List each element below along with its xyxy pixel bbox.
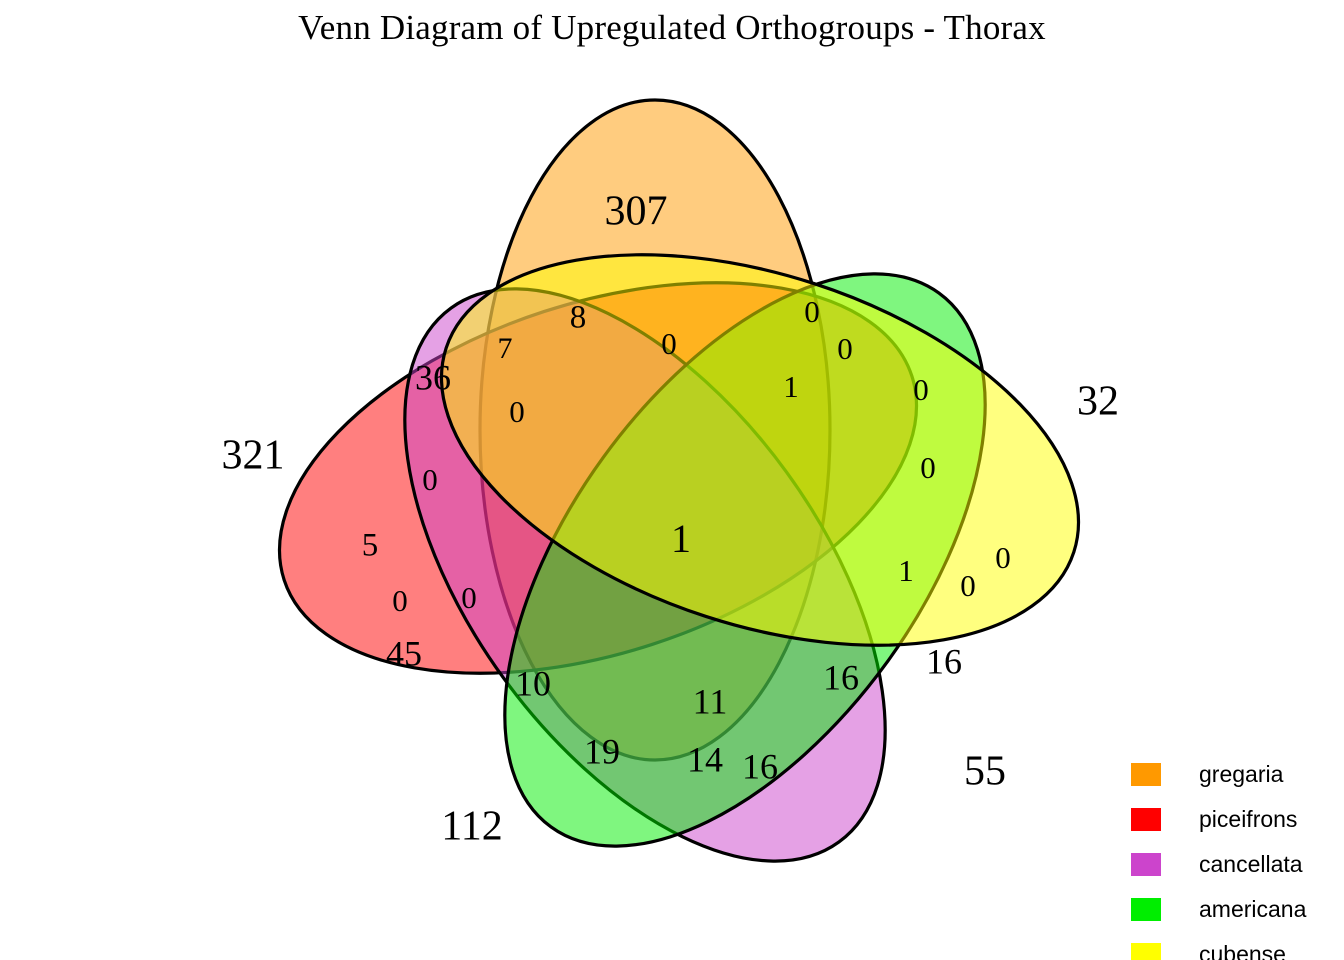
venn-count-label: 0 (995, 540, 1011, 575)
legend-swatch-icon (1131, 763, 1161, 786)
venn-count-label: 321 (222, 433, 285, 479)
venn-count-label: 32 (1077, 379, 1119, 425)
legend-item-americana[interactable]: americana (1131, 887, 1344, 932)
venn-count-label: 1 (783, 369, 799, 404)
venn-count-label: 0 (392, 583, 408, 618)
legend-swatch-icon (1131, 898, 1161, 921)
legend: gregaria piceifrons cancellata americana cub… (1131, 752, 1344, 960)
venn-count-label: 0 (913, 372, 929, 407)
legend-item-gregaria[interactable]: gregaria (1131, 752, 1344, 797)
venn-count-label: 0 (804, 294, 820, 329)
venn-count-label: 19 (584, 731, 620, 771)
venn-count-label: 16 (823, 657, 859, 697)
venn-ellipse-cubense (439, 253, 1081, 647)
venn-count-label: 0 (920, 450, 936, 485)
venn-count-label: 0 (960, 568, 976, 603)
legend-swatch-icon (1131, 808, 1161, 831)
venn-count-label: 0 (661, 326, 677, 361)
legend-item-cubense[interactable]: cubense (1131, 932, 1344, 960)
venn-count-label: 16 (742, 746, 778, 786)
venn-count-label: 10 (515, 663, 551, 703)
venn-count-label: 112 (441, 804, 502, 850)
legend-label: cancellata (1199, 851, 1303, 877)
page-title: Venn Diagram of Upregulated Orthogroups … (298, 8, 1046, 47)
venn-ellipse-group (277, 98, 1081, 863)
venn-count-label: 0 (509, 394, 525, 429)
legend-swatch-icon (1131, 853, 1161, 876)
venn-count-label: 11 (693, 681, 728, 721)
venn-count-label: 0 (461, 580, 477, 615)
venn-count-label: 1 (671, 516, 691, 561)
venn-count-label: 36 (415, 357, 451, 397)
venn-count-label: 45 (386, 633, 422, 673)
venn-count-label: 16 (926, 641, 962, 681)
venn-count-label: 1 (898, 553, 914, 588)
legend-label: americana (1199, 896, 1307, 922)
legend-item-cancellata[interactable]: cancellata (1131, 842, 1344, 887)
venn-count-label: 0 (837, 331, 853, 366)
legend-item-piceifrons[interactable]: piceifrons (1131, 797, 1344, 842)
legend-label: piceifrons (1199, 806, 1298, 832)
venn-count-label: 8 (570, 300, 587, 336)
venn-count-label: 7 (498, 332, 513, 365)
venn-count-label: 55 (964, 749, 1006, 795)
venn-count-label: 0 (422, 462, 438, 497)
venn-count-label: 5 (362, 528, 379, 564)
legend-swatch-icon (1131, 943, 1161, 960)
legend-label: cubense (1199, 941, 1286, 960)
venn-count-label: 307 (605, 189, 668, 235)
venn-count-label: 14 (687, 739, 723, 779)
legend-label: gregaria (1199, 761, 1284, 787)
